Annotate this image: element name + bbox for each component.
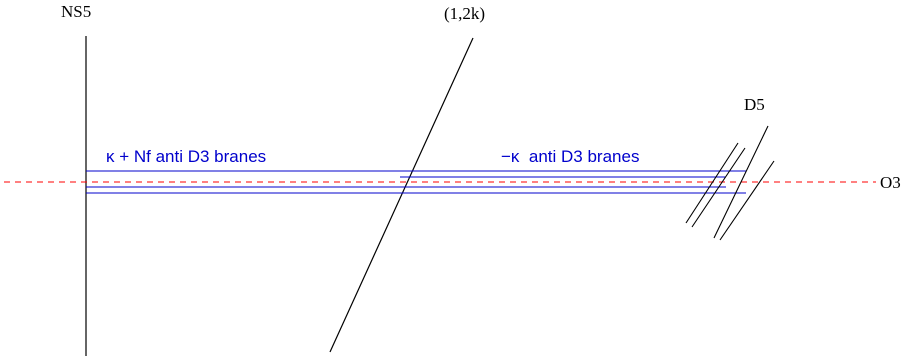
left-branes-label: κ + Nf anti D3 branes — [106, 147, 266, 166]
d5-brane-line-3 — [713, 125, 769, 239]
d5-brane-line-2 — [685, 142, 739, 224]
o3-label: O3 — [880, 173, 901, 192]
d5-brane-line-4 — [719, 160, 775, 241]
right-branes-label: −κ anti D3 branes — [501, 147, 639, 166]
one-two-k-label: (1,2k) — [444, 4, 485, 23]
one-two-k-brane-line — [329, 37, 474, 353]
d5-label: D5 — [744, 95, 765, 114]
ns5-label: NS5 — [61, 2, 91, 21]
d5-brane-line-1 — [691, 147, 746, 228]
